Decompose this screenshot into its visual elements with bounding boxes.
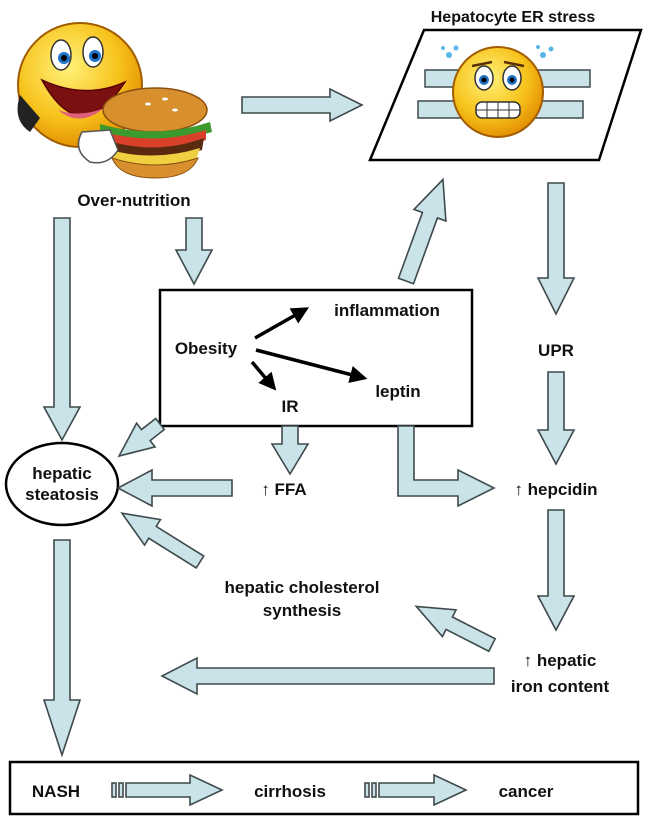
arrow-er-to-upr [536, 182, 576, 316]
arrow-obesity-to-hepcidin [397, 425, 496, 508]
label-inflammation: inflammation [334, 301, 440, 320]
arrow-steatosis-to-nash [42, 539, 82, 758]
arrow-obesity-to-inflammation [254, 307, 310, 340]
label-upr: UPR [538, 341, 574, 360]
stressed-emoji-icon [441, 45, 554, 138]
arrow-overnutrition-to-steatosis [42, 217, 82, 442]
arrow-iron-to-cholesterol [414, 605, 497, 653]
steatosis-ellipse [4, 441, 120, 527]
label-iron-line2: iron content [511, 677, 610, 696]
label-steatosis-line1: hepatic [32, 464, 92, 483]
arrow-obesity-to-leptin [255, 348, 368, 383]
label-cirrhosis: cirrhosis [254, 782, 326, 801]
label-er-stress: Hepatocyte ER stress [431, 9, 596, 26]
label-steatosis-line2: steatosis [25, 485, 99, 504]
arrow-obesity-to-ir [250, 360, 277, 391]
arrow-overnutrition-to-er [241, 87, 364, 123]
arrow-ir-to-ffa [270, 425, 310, 476]
arrow-upr-to-hepcidin [536, 371, 576, 466]
outcome-box [8, 760, 640, 816]
label-cancer: cancer [499, 782, 554, 801]
label-cholesterol-line1: hepatic cholesterol [225, 578, 380, 597]
obesity-box [158, 288, 474, 428]
label-over-nutrition: Over-nutrition [77, 191, 190, 210]
arrow-overnutrition-to-obesity [174, 217, 214, 286]
arrow-cirrhosis-to-cancer [364, 773, 468, 807]
arrow-obesity-to-steatosis [117, 417, 166, 458]
label-ffa: ↑ FFA [261, 480, 306, 499]
label-hepcidin: ↑ hepcidin [514, 480, 597, 499]
arrow-nash-to-cirrhosis [111, 773, 224, 807]
arrow-iron-to-steatosis-path [160, 656, 495, 696]
eating-emoji-icon [17, 22, 212, 179]
label-ir: IR [282, 397, 299, 416]
label-leptin: leptin [375, 382, 420, 401]
arrow-ffa-to-steatosis [116, 468, 233, 508]
label-nash: NASH [32, 782, 80, 801]
label-iron-line1: ↑ hepatic [524, 651, 597, 670]
label-cholesterol-line2: synthesis [263, 601, 341, 620]
label-obesity: Obesity [175, 339, 238, 358]
arrow-obesity-to-er [397, 177, 447, 285]
arrow-hepcidin-to-iron [536, 509, 576, 632]
arrow-cholesterol-to-steatosis [120, 512, 205, 570]
